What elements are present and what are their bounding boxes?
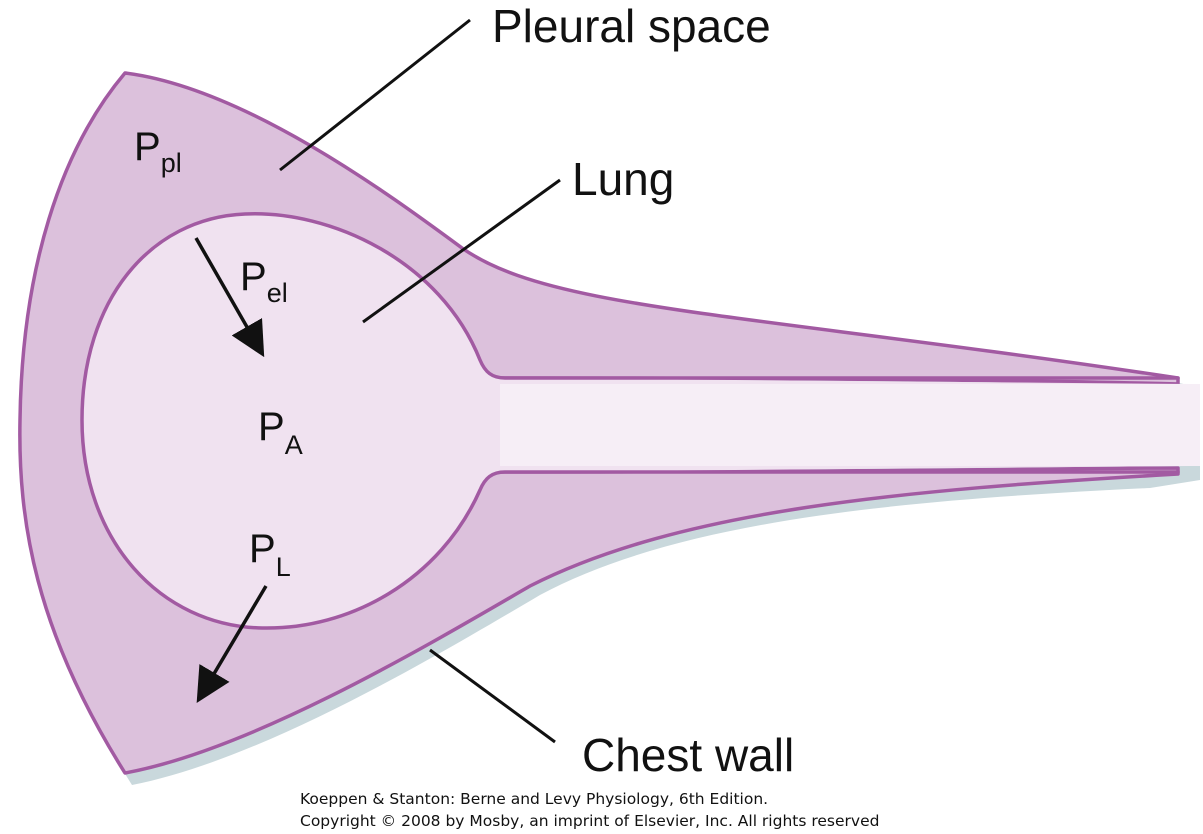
pleural-space-leader bbox=[280, 20, 470, 170]
lung-label: Lung bbox=[572, 153, 674, 205]
chest-wall-leader bbox=[430, 650, 555, 742]
chest-wall-label: Chest wall bbox=[582, 729, 794, 781]
credit-line-1: Koeppen & Stanton: Berne and Levy Physio… bbox=[300, 790, 768, 808]
pleural-space-label: Pleural space bbox=[492, 0, 771, 52]
credit-line-2: Copyright © 2008 by Mosby, an imprint of… bbox=[300, 812, 879, 829]
airway-lumen bbox=[500, 384, 1200, 466]
